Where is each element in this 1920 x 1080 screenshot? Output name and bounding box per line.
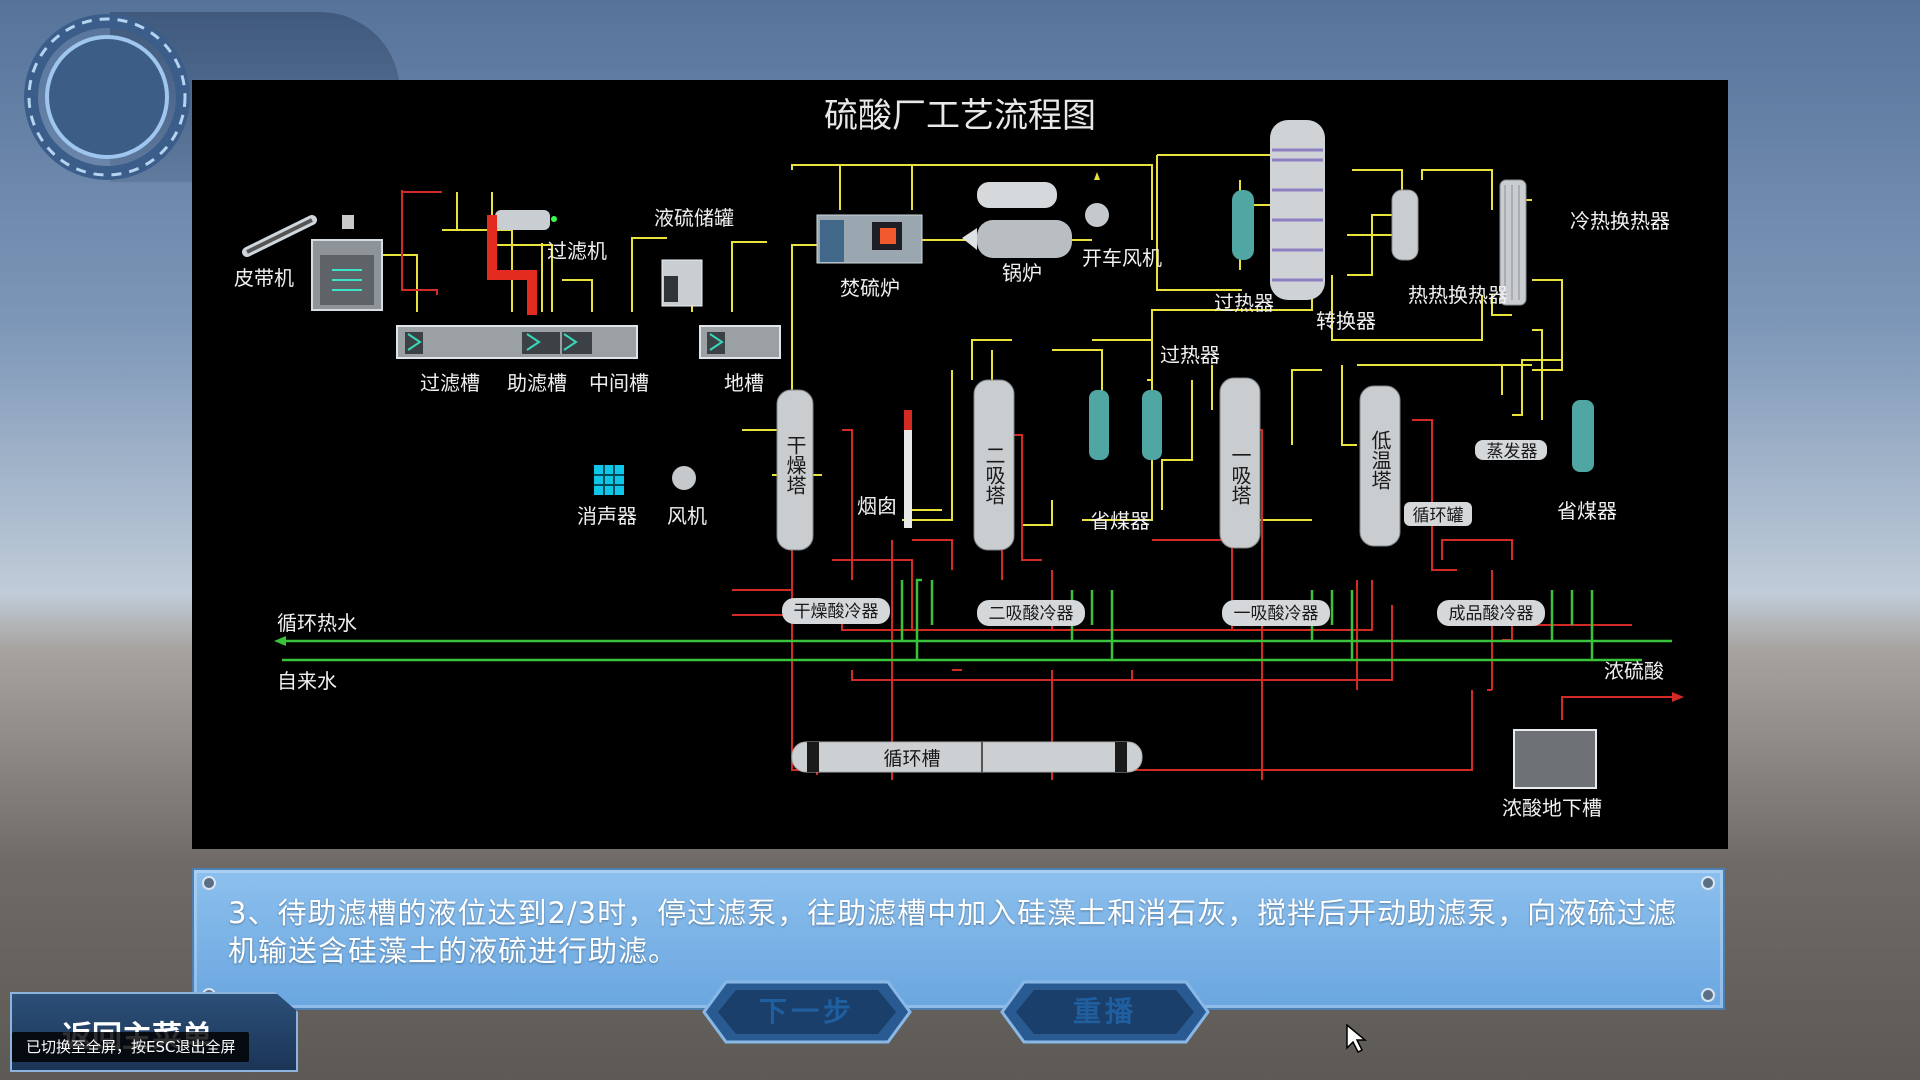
screw-icon	[1701, 876, 1715, 890]
screw-icon	[202, 876, 216, 890]
label-hot-water: 循环热水	[277, 611, 357, 635]
label-second-absorb: 二吸塔	[982, 445, 1006, 505]
label-aid-tank: 助滤槽	[507, 371, 567, 395]
instruction-text: 3、待助滤槽的液位达到2/3时，停过滤泵，往助滤槽中加入硅藻土和消石灰，搅拌后开…	[228, 896, 1678, 968]
label-underground-tank: 浓酸地下槽	[1502, 796, 1602, 820]
label-chimney: 烟囱	[857, 494, 897, 518]
label-product-cooler: 成品酸冷器	[1449, 604, 1534, 624]
label-low-temp-tower: 低温塔	[1368, 430, 1392, 490]
label-first-absorb: 一吸塔	[1228, 445, 1252, 505]
instruction-panel: 3、待助滤槽的液位达到2/3时，停过滤泵，往助滤槽中加入硅藻土和消石灰，搅拌后开…	[192, 868, 1725, 1010]
label-second-cooler: 二吸酸冷器	[989, 604, 1074, 624]
label-dry-tower: 干燥塔	[783, 435, 807, 495]
replay-button[interactable]: 重播	[1000, 980, 1210, 1044]
next-step-label: 下一步	[758, 995, 855, 1028]
label-conc-acid: 浓硫酸	[1604, 659, 1664, 683]
corner-ring-icon	[24, 14, 190, 180]
label-liquid-sulfur-tank: 液硫储罐	[654, 206, 734, 230]
label-boiler: 锅炉	[1002, 261, 1042, 285]
button-frame-icon	[1000, 980, 1210, 1044]
label-filter-tank: 过滤槽	[420, 371, 480, 395]
label-mid-tank: 中间槽	[589, 371, 649, 395]
replay-label: 重播	[1072, 995, 1137, 1028]
label-superheater-mid: 过热器	[1160, 343, 1220, 367]
label-filter-machine: 过滤机	[547, 239, 607, 263]
label-dry-cooler: 干燥酸冷器	[794, 602, 879, 622]
label-fan: 风机	[667, 504, 707, 528]
mouse-cursor-icon	[1346, 1024, 1368, 1054]
label-converter: 转换器	[1316, 309, 1376, 333]
silencer-icon	[594, 465, 624, 495]
label-economizer-right: 省煤器	[1557, 499, 1617, 523]
label-belt: 皮带机	[234, 266, 294, 290]
label-first-cooler: 一吸酸冷器	[1234, 604, 1319, 624]
label-cold-exchanger: 冷热换热器	[1570, 209, 1670, 233]
label-hot-exchanger: 热热换热器	[1408, 283, 1508, 307]
label-circ-tank-small: 循环罐	[1413, 506, 1464, 526]
diagram-title: 硫酸厂工艺流程图	[824, 96, 1096, 136]
label-economizer-mid: 省煤器	[1090, 509, 1150, 533]
label-tap-water: 自来水	[277, 669, 337, 693]
button-frame-icon	[702, 980, 912, 1044]
label-circ-tank: 循环槽	[883, 748, 940, 770]
process-flow-diagram: 硫酸厂工艺流程图	[192, 80, 1728, 849]
next-step-button[interactable]: 下一步	[702, 980, 912, 1044]
label-evaporator: 蒸发器	[1487, 442, 1538, 462]
fullscreen-toast: 已切换至全屏，按ESC退出全屏	[12, 1032, 250, 1062]
label-furnace: 焚硫炉	[840, 276, 900, 300]
label-silencer: 消声器	[577, 504, 637, 528]
belt-conveyor-icon	[242, 215, 354, 257]
label-ground-tank: 地槽	[724, 371, 764, 395]
label-superheater-top: 过热器	[1214, 291, 1274, 315]
screw-icon	[1701, 988, 1715, 1002]
label-startup-fan: 开车风机	[1082, 246, 1162, 270]
